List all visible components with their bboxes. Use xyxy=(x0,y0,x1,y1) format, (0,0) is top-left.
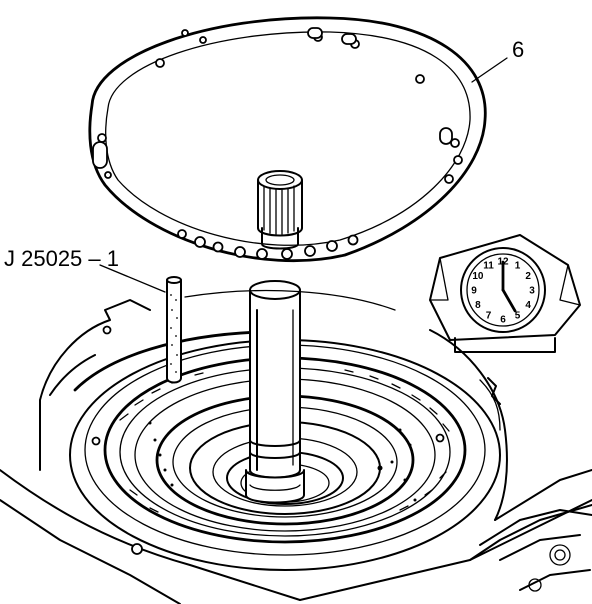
input-shaft xyxy=(245,280,305,504)
clock-numeral: 7 xyxy=(486,311,492,322)
callout-label-6: 6 xyxy=(512,37,524,62)
guide-pin-tool xyxy=(166,276,182,384)
clock-numeral: 2 xyxy=(525,271,531,282)
clock-numeral: 10 xyxy=(472,271,484,282)
clock-numeral: 4 xyxy=(525,300,531,311)
clock-numeral: 1 xyxy=(515,260,521,271)
clock-numeral: 9 xyxy=(471,286,477,297)
callout-label-tool: J 25025 – 1 xyxy=(4,246,119,271)
gasket xyxy=(88,16,487,263)
clock-numeral: 11 xyxy=(483,260,494,271)
snap-ring-wire xyxy=(184,289,396,311)
clock-hour-hand xyxy=(501,288,517,313)
splined-input xyxy=(257,170,303,250)
clock-numeral: 3 xyxy=(529,286,535,297)
clock-numeral: 6 xyxy=(500,315,506,326)
clock-numeral: 5 xyxy=(515,311,521,322)
callout-leader-tool xyxy=(99,264,166,293)
clock-numeral: 8 xyxy=(475,300,481,311)
callout-leader-6 xyxy=(471,57,508,83)
transmission-case xyxy=(0,299,592,604)
